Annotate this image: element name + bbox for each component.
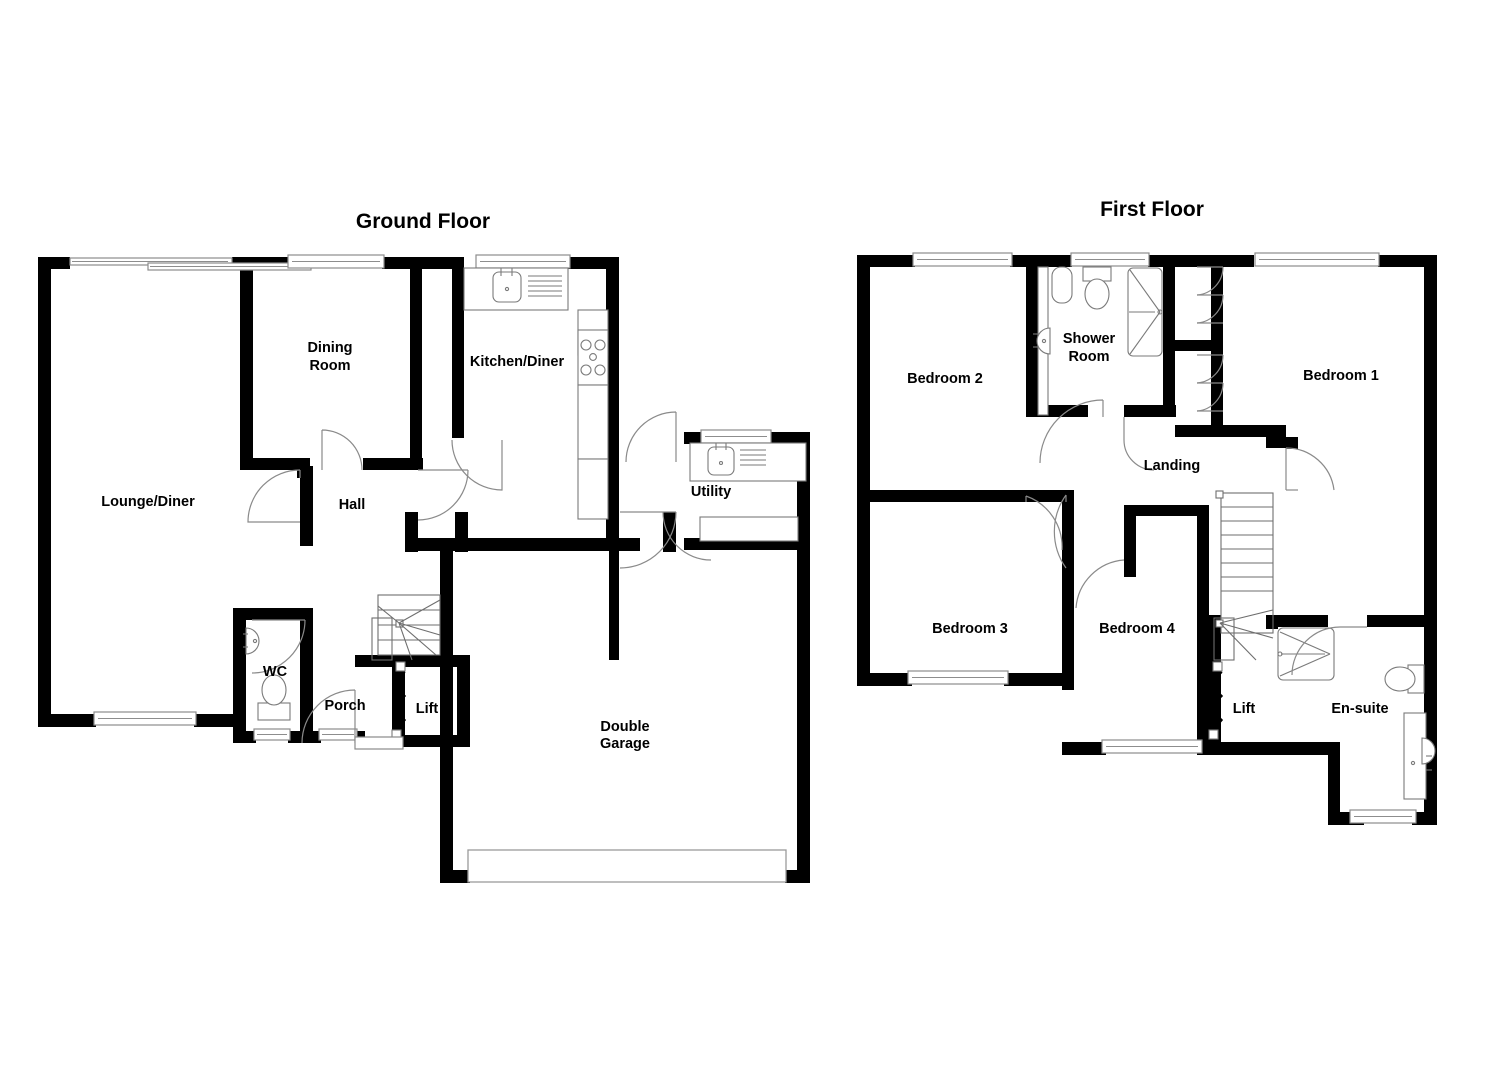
room-label-en-suite: En-suite xyxy=(1331,701,1388,717)
kitchen-unit-lower xyxy=(577,384,609,460)
room-label-hall: Hall xyxy=(339,497,366,513)
ground-floor-windows xyxy=(69,254,772,741)
ensuite-basin xyxy=(1421,737,1436,765)
wc-basin xyxy=(245,627,260,655)
room-label-dining-room-line2: Room xyxy=(309,358,350,374)
window-wc xyxy=(253,728,291,741)
window-kitchen xyxy=(475,254,571,269)
room-label-wc: WC xyxy=(263,664,288,680)
staircase-first xyxy=(1213,490,1274,661)
kitchen-hob xyxy=(577,329,609,386)
window-shower-room xyxy=(1070,252,1150,267)
window-ensuite xyxy=(1349,809,1417,824)
utility-worktop xyxy=(689,442,807,482)
first-floor-title: First Floor xyxy=(1100,198,1204,221)
lift-shaft-first xyxy=(1208,661,1224,740)
room-label-double-garage-line1: Double xyxy=(600,719,649,735)
window-utility xyxy=(700,429,772,444)
first-floor-labels: Bedroom 2 Shower Room Bedroom 1 Landing … xyxy=(907,331,1388,717)
room-label-dining-room-line1: Dining xyxy=(307,340,352,356)
room-label-lounge-diner: Lounge/Diner xyxy=(101,494,195,510)
wc-toilet xyxy=(261,674,287,706)
room-label-lift-ground: Lift xyxy=(416,701,439,717)
ensuite-toilet xyxy=(1384,666,1416,692)
room-label-lift-first: Lift xyxy=(1233,701,1256,717)
ground-floor-fixtures xyxy=(243,267,807,883)
ground-floor-labels: Lounge/Diner Dining Room Kitchen/Diner H… xyxy=(101,340,731,752)
room-label-shower-room-line2: Room xyxy=(1068,349,1109,365)
first-floor-walls xyxy=(857,255,1437,825)
wardrobe-doors-upper xyxy=(1196,266,1224,324)
window-bedroom1 xyxy=(1254,252,1380,267)
utility-drainer xyxy=(740,449,766,466)
ground-floor-doors xyxy=(247,411,712,750)
window-bedroom3 xyxy=(907,670,1009,685)
first-floor-plan: Bedroom 2 Shower Room Bedroom 1 Landing … xyxy=(857,252,1437,825)
staircase-ground xyxy=(371,594,441,661)
room-label-bedroom-1: Bedroom 1 xyxy=(1303,368,1379,384)
lift-shaft-ground xyxy=(391,661,407,740)
room-label-kitchen-diner: Kitchen/Diner xyxy=(470,354,565,370)
room-label-shower-room-line1: Shower xyxy=(1063,331,1116,347)
kitchen-unit-base xyxy=(577,458,609,520)
garage-door xyxy=(467,849,787,883)
first-floor-windows xyxy=(907,252,1417,824)
room-label-bedroom-2: Bedroom 2 xyxy=(907,371,983,387)
window-lounge-bottom xyxy=(93,711,197,726)
ground-floor-title: Ground Floor xyxy=(356,210,490,233)
window-bedroom4 xyxy=(1101,739,1203,754)
room-label-bedroom-4: Bedroom 4 xyxy=(1099,621,1175,637)
utility-unit xyxy=(699,516,799,542)
shower-room-toilet xyxy=(1084,278,1110,310)
ground-floor-plan: Lounge/Diner Dining Room Kitchen/Diner H… xyxy=(38,254,810,883)
room-label-porch: Porch xyxy=(324,698,365,714)
room-label-landing: Landing xyxy=(1144,458,1200,474)
first-floor-doors xyxy=(1025,399,1367,676)
shower-room-basin xyxy=(1036,327,1051,355)
window-dining-room xyxy=(287,254,385,269)
ground-floor-walls xyxy=(38,257,810,883)
room-label-double-garage-line2: Garage xyxy=(600,736,650,752)
room-label-utility: Utility xyxy=(691,484,731,500)
kitchen-drainer xyxy=(528,275,562,297)
window-bedroom2 xyxy=(912,252,1013,267)
window-porch xyxy=(318,728,358,741)
first-floor-fixtures xyxy=(1033,266,1436,800)
room-label-bedroom-3: Bedroom 3 xyxy=(932,621,1008,637)
wardrobe-doors-lower xyxy=(1196,354,1224,412)
shower-room-bidet xyxy=(1051,266,1073,304)
